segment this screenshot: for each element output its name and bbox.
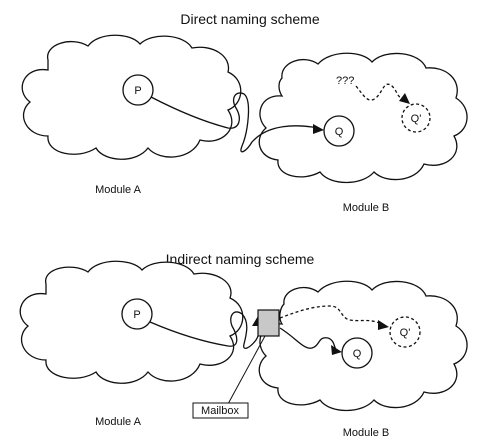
indirect-title: Indirect naming scheme (166, 251, 315, 267)
indirect-mailbox-to-q-prime-arrowhead (378, 320, 389, 330)
indirect-process-q-prime-label: Q' (400, 327, 411, 339)
mailbox-callout-box (192, 402, 249, 419)
direct-process-q-label: Q (335, 126, 344, 138)
indirect-module-a-label: Module A (95, 416, 142, 428)
mailbox-square (257, 309, 280, 337)
indirect-mailbox-to-q-arrowhead (331, 345, 342, 355)
direct-process-q-prime-circle (401, 103, 431, 133)
mailbox-leader-line (227, 335, 266, 405)
direct-redirect-arrowhead (399, 93, 410, 104)
direct-unknown-label: ??? (336, 75, 354, 87)
direct-process-p-circle (122, 74, 154, 106)
indirect-process-p-label: P (133, 309, 140, 321)
indirect-process-q-circle (341, 337, 373, 369)
mailbox-callout-label: Mailbox (201, 405, 239, 417)
direct-naming-section: Direct naming scheme Module A Module B P… (21, 11, 468, 214)
indirect-mailbox-to-q-arrow (279, 327, 337, 351)
indirect-process-p-circle (121, 298, 153, 330)
direct-message-arrow (150, 92, 319, 153)
direct-module-a-label: Module A (95, 184, 142, 196)
direct-module-b-label: Module B (343, 202, 389, 214)
direct-process-q-prime-label: Q' (411, 113, 422, 125)
direct-title: Direct naming scheme (180, 11, 319, 27)
indirect-naming-section: Indirect naming scheme Module A Module B… (19, 251, 468, 439)
direct-process-p-label: P (134, 85, 141, 97)
direct-process-q-circle (323, 115, 355, 147)
direct-module-b-cloud (258, 52, 468, 184)
indirect-process-q-prime-circle (389, 316, 421, 348)
indirect-process-q-label: Q (353, 348, 362, 360)
indirect-p-to-mailbox-arrow (149, 311, 260, 349)
direct-redirect-arrow (355, 83, 405, 101)
indirect-module-b-label: Module B (343, 427, 389, 439)
direct-message-arrowhead (313, 124, 324, 134)
